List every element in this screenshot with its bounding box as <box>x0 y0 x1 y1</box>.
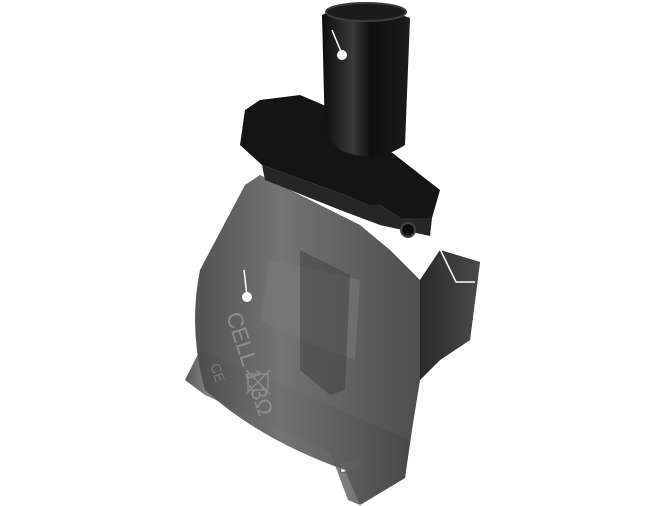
callout-drip-tip[interactable] <box>331 29 347 60</box>
recycle-icon <box>245 369 271 395</box>
drip-tip-opening <box>325 2 407 22</box>
callout-fill-port[interactable] <box>433 240 475 283</box>
callout-cartridge-window[interactable] <box>242 269 252 302</box>
drip-tip <box>322 8 410 157</box>
ce-mark: CE <box>207 361 228 384</box>
fill-port-hole <box>400 222 416 238</box>
internal-wall <box>300 250 350 395</box>
top-cap <box>240 95 440 218</box>
top-cap-face <box>262 165 432 236</box>
